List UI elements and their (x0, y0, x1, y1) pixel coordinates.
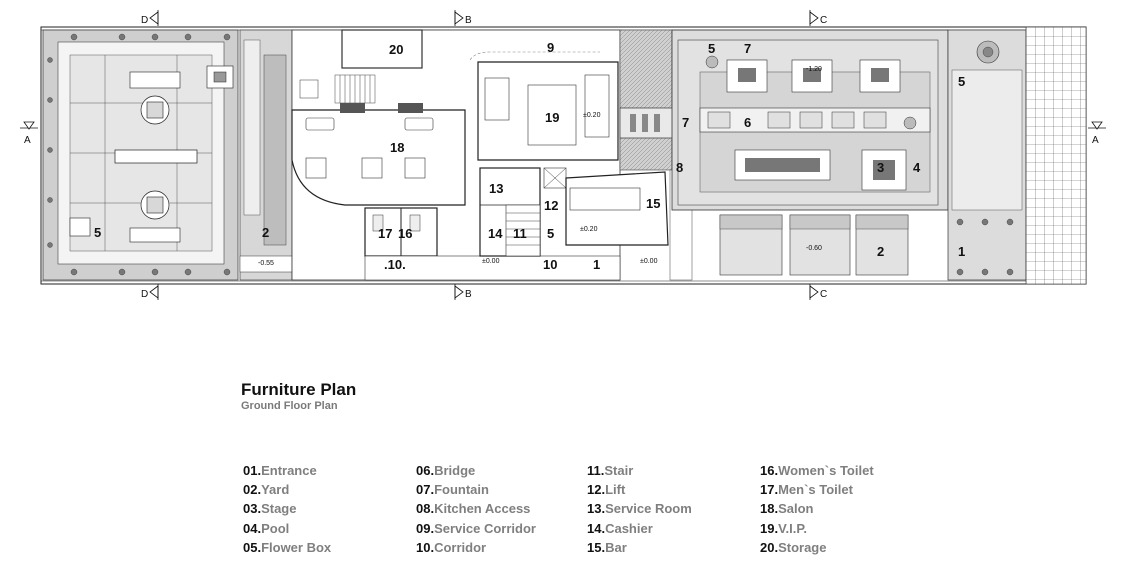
title-block: Furniture Plan Ground Floor Plan (241, 380, 356, 413)
section-label-a-right: A (1092, 135, 1099, 146)
room-label: 13 (489, 181, 503, 196)
room-label: 18 (390, 140, 404, 155)
legend-item: 06.Bridge (416, 463, 476, 478)
entrance-zone (947, 26, 1087, 285)
room-label: 10 (543, 257, 557, 272)
yard-strip-left (239, 29, 293, 281)
room-label: 2 (877, 244, 884, 259)
legend-item: 11.Stair (587, 463, 634, 478)
legend-item: 08.Kitchen Access (416, 501, 531, 517)
legend-item: 12.Lift (587, 482, 626, 498)
level-markers: -0.55 ±0.20 ±0.20 ±0.00 ±0.00 -1.20 -0.6… (258, 66, 822, 267)
room-legend: 01.Entrance 02.Yard 03.Stage 04.Pool 05.… (243, 463, 903, 563)
lower-yard-boxes (719, 214, 909, 276)
room-label: .10. (384, 257, 406, 272)
legend-item: 16.Women`s Toilet (760, 463, 874, 478)
section-label-b-bottom: B (465, 289, 472, 300)
room-label: 2 (262, 225, 269, 240)
section-label-a-left: A (24, 135, 31, 146)
right-pavilion (671, 29, 949, 211)
legend-item: 18.Salon (760, 501, 814, 517)
legend-item: 07.Fountain (416, 482, 489, 498)
room-label: 7 (744, 41, 751, 56)
level-marker: -1.20 (806, 66, 822, 73)
room-label: 5 (958, 74, 965, 89)
plan-subtitle: Ground Floor Plan (241, 400, 338, 412)
room-label: 5 (708, 41, 715, 56)
section-label-c-bottom: C (820, 289, 827, 300)
level-marker: ±0.00 (482, 258, 500, 265)
legend-item: 19.V.I.P. (760, 520, 807, 536)
room-label: 8 (676, 160, 683, 175)
legend-item: 17.Men`s Toilet (760, 482, 853, 498)
legend-item: 20.Storage (760, 539, 827, 555)
plan-title: Furniture Plan (241, 380, 357, 399)
central-block (291, 29, 669, 281)
room-label: 3 (877, 160, 884, 175)
room-label: 15 (646, 196, 660, 211)
legend-column-1: 01.Entrance 02.Yard 03.Stage 04.Pool 05.… (243, 463, 331, 559)
legend-column-2: 06.Bridge 07.Fountain 08.Kitchen Access … (416, 463, 536, 559)
section-marker-labels: A A B B C C D D (24, 15, 1099, 300)
legend-item: 09.Service Corridor (416, 520, 536, 536)
room-label: 12 (544, 198, 558, 213)
room-label: 17 (378, 226, 392, 241)
level-marker: ±0.20 (580, 226, 598, 233)
floor-plan-drawing: A A B B C C D D -0.55 ±0.20 ±0.20 ±0.00 … (20, 10, 1106, 300)
room-label: 14 (488, 226, 503, 241)
room-labels: 5 2 20 9 18 19 13 12 14 11 5 15 17 16 .1… (94, 40, 965, 272)
room-label: 5 (547, 226, 554, 241)
legend-item: 02.Yard (243, 482, 290, 498)
left-stage-zone (42, 29, 239, 281)
room-label: 11 (513, 226, 527, 241)
legend-item: 05.Flower Box (243, 539, 332, 555)
legend-item: 01.Entrance (243, 463, 317, 478)
level-marker: ±0.00 (640, 258, 658, 265)
section-label-d-top: D (141, 15, 148, 26)
dining-cluster-top (129, 71, 181, 125)
legend-item: 14.Cashier (587, 520, 653, 536)
legend-column-4: 16.Women`s Toilet 17.Men`s Toilet 18.Sal… (760, 463, 874, 559)
room-label: 19 (545, 110, 559, 125)
room-label: 16 (398, 226, 412, 241)
legend-item: 15.Bar (587, 539, 627, 555)
legend-item: 03.Stage (243, 501, 297, 517)
legend-item: 04.Pool (243, 520, 290, 536)
room-label: 4 (913, 160, 921, 175)
room-label: 20 (389, 42, 403, 57)
legend-item: 10.Corridor (416, 539, 487, 555)
room-label: 9 (547, 40, 554, 55)
perimeter-plant-icons (47, 33, 231, 276)
section-label-d-bottom: D (141, 289, 148, 300)
room-label: 5 (94, 225, 101, 240)
section-label-c-top: C (820, 15, 827, 26)
room-label: 1 (593, 257, 600, 272)
legend-item: 13.Service Room (587, 501, 692, 517)
room-label: 6 (744, 115, 751, 130)
section-label-b-top: B (465, 15, 472, 26)
level-marker: ±0.20 (583, 112, 601, 119)
section-markers (20, 10, 1106, 300)
level-marker: -0.55 (258, 260, 274, 267)
room-label: 7 (682, 115, 689, 130)
level-marker: -0.60 (806, 245, 822, 252)
dining-cluster-bottom (129, 190, 181, 243)
legend-column-3: 11.Stair 12.Lift 13.Service Room 14.Cash… (587, 463, 692, 559)
room-label: 1 (958, 244, 965, 259)
